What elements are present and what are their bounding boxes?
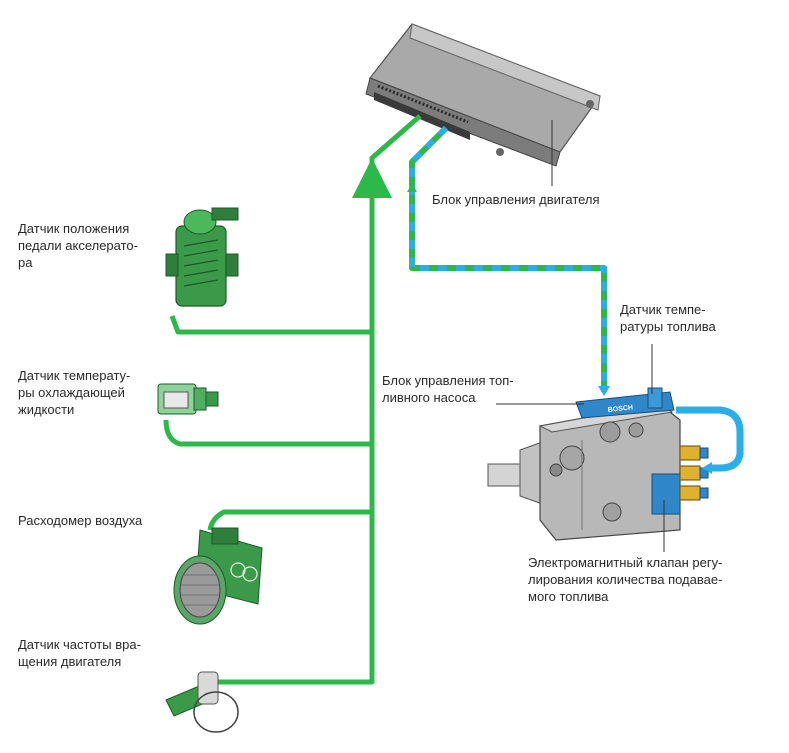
label-solenoid-valve: Электромагнитный клапан регу- лирования … (528, 555, 723, 604)
label-pump-ecu: Блок управления топ- ливного насоса (382, 373, 514, 405)
engine-ecu (365, 23, 601, 167)
label-air-mass-meter: Расходомер воздуха (18, 513, 143, 528)
injection-pump (487, 387, 709, 541)
fuel-return-arrow (676, 406, 744, 474)
coolant-temp-sensor (157, 383, 219, 415)
label-coolant-sensor: Датчик температу- ры охлаждающей жидкост… (18, 368, 131, 417)
air-mass-meter (173, 527, 263, 625)
label-engine-ecu: Блок управления двигателя (432, 192, 600, 207)
leader-lines (496, 120, 665, 552)
label-fuel-temp-sensor: Датчик темпе- ратуры топлива (620, 302, 716, 334)
label-pedal-sensor: Датчик положения педали акселерато- ра (18, 221, 138, 270)
label-engine-speed-sensor: Датчик частоты вра- щения двигателя (18, 637, 141, 669)
engine-speed-sensor (165, 671, 239, 733)
pump-brand-text: BOSCH (607, 404, 633, 414)
pedal-position-sensor (165, 207, 239, 307)
pump-data-line (407, 125, 610, 396)
green-wire-harness (163, 114, 422, 685)
